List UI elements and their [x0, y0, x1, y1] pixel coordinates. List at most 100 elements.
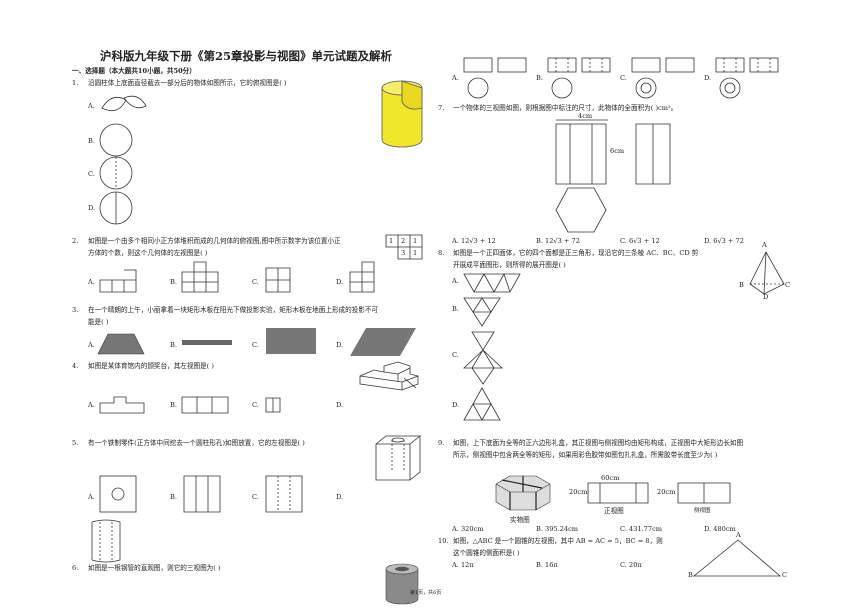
q6-option-c[interactable]: C. [620, 74, 627, 82]
q6-a-views [463, 57, 527, 99]
q9-caption-side: 侧视图 [694, 508, 711, 514]
q4-a-shape [99, 396, 145, 414]
q10-line2: 这个圆锥的侧面积是( ) [453, 549, 520, 557]
q9-side-view [677, 482, 731, 504]
q4-option-a[interactable]: A. [88, 401, 95, 409]
q2-top-view-grid: 1 2 1 3 1 [385, 234, 423, 260]
q9-front-view [587, 482, 649, 504]
q10-option-a[interactable]: A. 12π [452, 561, 474, 569]
q6-b-views [547, 57, 611, 99]
q2-line1: 如图是一个由多个相同小正方体堆积而成的几何体的俯视图,图中所示数字为该位置小正 [88, 237, 341, 245]
q9-option-a[interactable]: A. 320cm [452, 525, 484, 533]
q3-d-parallelogram [350, 328, 416, 356]
q9-option-b[interactable]: B. 395.24cm [536, 525, 579, 533]
q3-a-trapezoid [97, 333, 145, 355]
q2-grid-cell: 3 [401, 249, 406, 257]
q9-front-height-label: 20cm [569, 488, 588, 496]
q8-tetrahedron-figure [749, 251, 785, 295]
q1-option-a[interactable]: A. [88, 102, 95, 110]
q9-line2: 所示，侧视图中包含两全等的矩形，如果用彩色胶带如图包扎礼盒，所需胶带长度至少为(… [453, 451, 718, 459]
q4-podium-figure [359, 361, 419, 391]
q8-option-d[interactable]: D. [452, 401, 460, 409]
q3-number: 3. [72, 306, 79, 314]
q5-c-shape [265, 475, 303, 513]
q6-pipe-figure [385, 563, 419, 605]
q7-width-label: 4cm [578, 112, 593, 120]
q5-option-a[interactable]: A. [88, 493, 95, 501]
q1-a-shape [101, 95, 147, 112]
q1-number: 1. [72, 79, 79, 87]
q7-text: 一个物体的三视图如图，则根据图中标注的尺寸，此物体的全面积为( )cm²。 [453, 104, 678, 112]
q10-option-b[interactable]: B. 16π [536, 561, 558, 569]
q7-three-views [555, 119, 671, 233]
q6-text: 如图是一根钢管的直观图，则它的三视图为( ) [88, 564, 221, 572]
q7-option-d[interactable]: D. 6√3 + 72 [704, 237, 744, 245]
q4-option-b[interactable]: B. [170, 401, 177, 409]
q1-cut-cylinder-figure [381, 80, 423, 148]
q5-option-d[interactable]: D. [336, 493, 344, 501]
q9-line1: 如图，上下底面为全等的正六边形礼盒，其正视图与侧视图均由矩形构成，正视图中大矩形… [453, 439, 744, 447]
q1-c-shape [99, 156, 133, 190]
q2-c-shape [265, 267, 291, 293]
q3-option-b[interactable]: B. [170, 341, 177, 349]
q2-b-shape [181, 261, 219, 293]
q8-vertex-c: C [785, 281, 791, 289]
q2-line2: 方体的个数，则这个几何体的左视图是( ) [88, 249, 208, 257]
q8-option-b[interactable]: B. [452, 305, 459, 313]
q1-option-d[interactable]: D. [88, 204, 96, 212]
q8-line1: 如图是一个正四面体，它的四个面都是正三角形，现沿它的三条棱 AC、BC、CD 剪 [453, 249, 699, 257]
q6-option-a[interactable]: A. [452, 74, 459, 82]
q4-text: 如图是某体育馆内的颁奖台，其左视图是( ) [88, 362, 214, 370]
q4-option-c[interactable]: C. [252, 401, 259, 409]
q2-number: 2. [72, 237, 79, 245]
q10-vertex-b: B [688, 571, 693, 579]
q2-grid-cell: 2 [401, 237, 406, 245]
q6-option-d[interactable]: D. [704, 74, 712, 82]
q5-option-c[interactable]: C. [252, 493, 259, 501]
q6-c-views [631, 57, 695, 99]
q9-option-d[interactable]: D. 480cm [704, 525, 736, 533]
q5-option-b[interactable]: B. [170, 493, 177, 501]
q7-height-label: 6cm [610, 147, 625, 155]
q7-option-a[interactable]: A. 12√3 + 12 [452, 237, 496, 245]
q1-option-b[interactable]: B. [88, 137, 95, 145]
q5-b-shape [183, 475, 221, 513]
q4-number: 4. [72, 362, 79, 370]
q9-caption-front: 正视图 [604, 507, 624, 515]
q2-option-d[interactable]: D. [336, 278, 344, 286]
q3-option-c[interactable]: C. [252, 341, 259, 349]
q9-option-c[interactable]: C. 431.77cm [620, 525, 663, 533]
q2-grid-cell: 1 [389, 237, 394, 245]
q1-option-c[interactable]: C. [88, 170, 95, 178]
q8-a-net [463, 273, 521, 293]
q8-b-net [463, 297, 501, 327]
q8-vertex-b: B [739, 281, 744, 289]
q2-a-shape [99, 269, 137, 293]
q2-option-b[interactable]: B. [170, 278, 177, 286]
q4-option-d[interactable]: D. [336, 401, 344, 409]
q8-option-c[interactable]: C. [452, 351, 459, 359]
q1-b-shape [99, 123, 133, 157]
q10-vertex-a: A [736, 531, 741, 539]
q1-d-shape [99, 191, 133, 225]
q6-option-b[interactable]: B. [536, 74, 543, 82]
page-title: 沪科版九年级下册《第25章投影与视图》单元试题及解析 [100, 49, 393, 63]
q3-option-d[interactable]: D. [336, 341, 344, 349]
q3-line1: 在一个晴朗的上午，小丽拿着一块矩形木板在阳光下做投影实验，矩形木板在地面上形成的… [88, 306, 379, 314]
q10-number: 10. [438, 537, 449, 545]
q2-d-shape [349, 261, 375, 293]
q3-option-a[interactable]: A. [88, 341, 95, 349]
q7-option-b[interactable]: B. 12√3 + 72 [536, 237, 580, 245]
q2-option-a[interactable]: A. [88, 278, 95, 286]
q10-vertex-c: C [782, 571, 788, 579]
q7-option-c[interactable]: C. 6√3 + 12 [620, 237, 660, 245]
q2-grid-cell: 1 [413, 237, 418, 245]
q8-option-a[interactable]: A. [452, 277, 459, 285]
q4-c-shape [265, 397, 281, 413]
q10-option-c[interactable]: C. 20π [620, 561, 642, 569]
q3-c-rectangle [266, 328, 316, 354]
q5-a-shape [99, 475, 137, 513]
q10-triangle-figure [692, 539, 782, 577]
q2-option-c[interactable]: C. [252, 278, 259, 286]
